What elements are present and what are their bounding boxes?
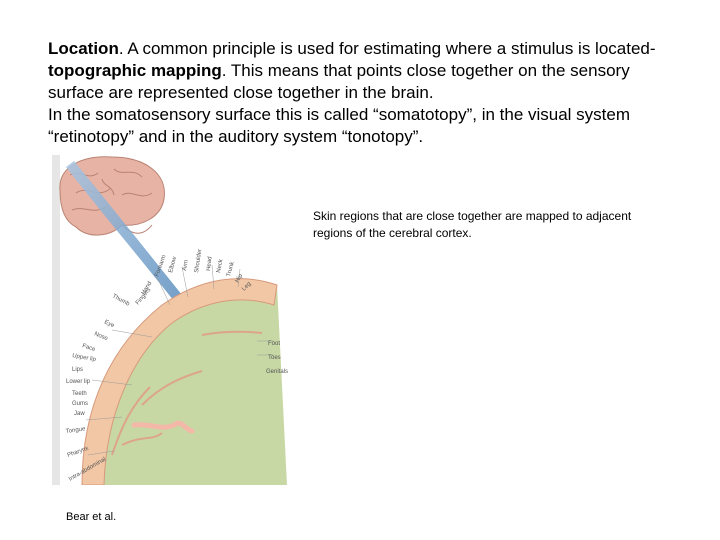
term-location: Location	[48, 39, 119, 58]
somatotopy-figure: Hand Fingers Forearm Elbow Arm Shoulder …	[52, 155, 302, 486]
label-trunk: Trunk	[226, 260, 236, 277]
label-shoulder: Shoulder	[194, 249, 203, 274]
paragraph-location: Location. A common principle is used for…	[48, 38, 688, 104]
label-thumb: Thumb	[111, 293, 131, 307]
label-genitals: Genitals	[266, 369, 288, 375]
somatotopy-illustration: Hand Fingers Forearm Elbow Arm Shoulder …	[52, 155, 288, 486]
label-face: Face	[81, 343, 96, 353]
label-head: Head	[206, 256, 213, 271]
section-arrow	[66, 161, 182, 301]
label-nose: Nose	[93, 331, 109, 342]
figure-edge	[52, 155, 60, 485]
figure-credit: Bear et al.	[66, 511, 117, 523]
text-segment: . A common principle is used for estimat…	[118, 39, 656, 58]
label-lower-lip: Lower lip	[66, 379, 91, 385]
label-guides	[85, 264, 274, 456]
label-elbow: Elbow	[168, 256, 178, 274]
text-segment: . This means that points close together …	[48, 61, 630, 102]
label-teeth: Teeth	[72, 391, 87, 397]
label-tongue: Tongue	[65, 426, 86, 435]
label-toes: Toes	[268, 355, 281, 361]
figure-caption: Skin regions that are close together are…	[313, 209, 632, 240]
label-foot: Foot	[268, 341, 280, 347]
label-hip: Hip	[235, 273, 245, 284]
body-labels-right: Foot Toes Genitals	[266, 341, 288, 375]
term-topographic-mapping: topographic mapping	[48, 61, 222, 80]
label-leg: Leg	[241, 281, 252, 292]
label-upper-lip: Upper lip	[72, 353, 97, 363]
label-gums: Gums	[72, 401, 88, 407]
label-lips: Lips	[72, 367, 83, 373]
paragraph-somatotopy: In the somatosensory surface this is cal…	[48, 105, 631, 146]
label-jaw: Jaw	[74, 411, 85, 417]
label-arm: Arm	[182, 259, 190, 271]
body-text: Location. A common principle is used for…	[48, 38, 688, 148]
label-neck: Neck	[216, 258, 224, 273]
label-eye: Eye	[103, 319, 116, 329]
cortex-section	[81, 278, 287, 486]
